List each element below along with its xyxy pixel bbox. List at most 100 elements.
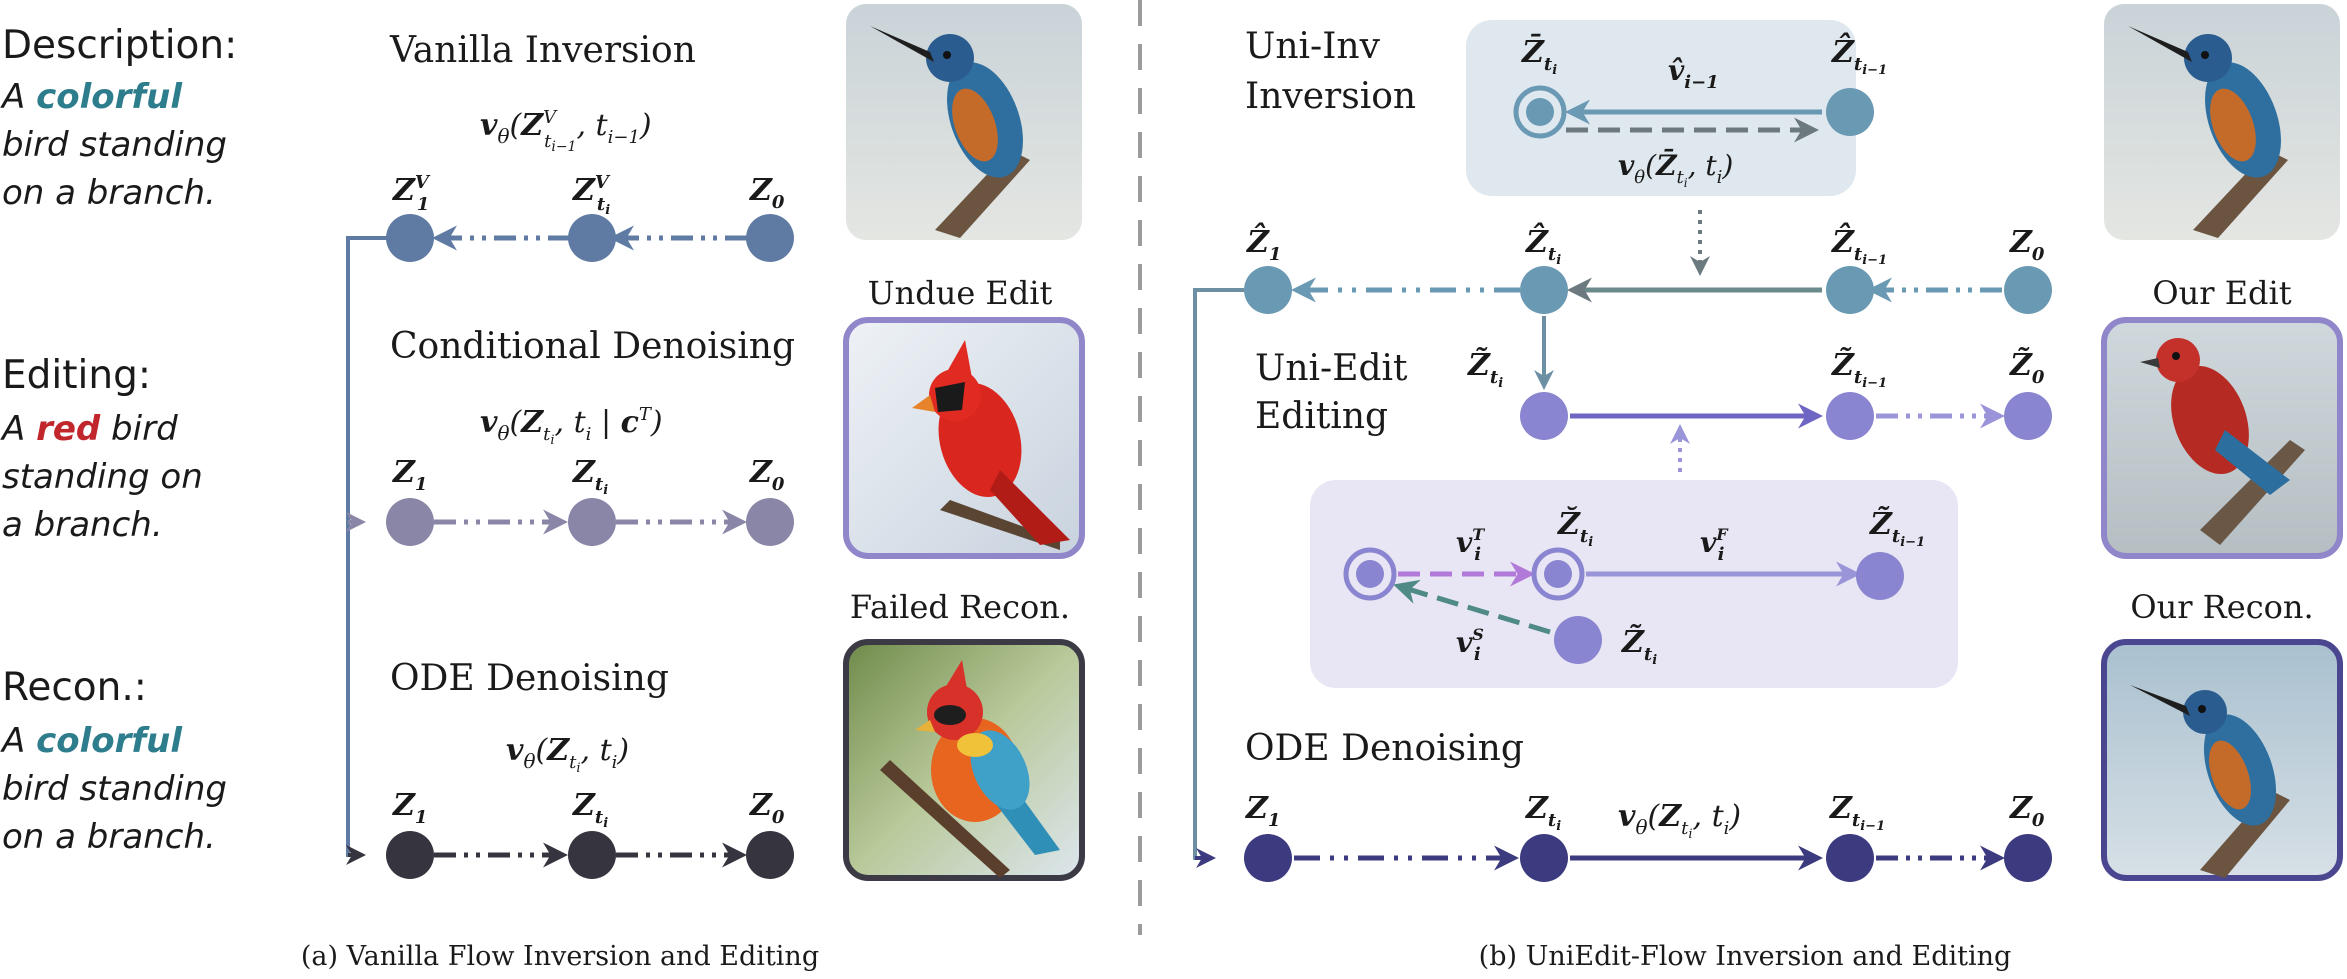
failed-recon-image	[843, 639, 1085, 881]
node-label-zti: Zti	[572, 788, 608, 831]
our-edit-image	[2101, 317, 2343, 559]
ode-denoising-title: ODE Denoising	[390, 658, 669, 699]
node-ztilde-ti	[1520, 392, 1568, 440]
node-zhat1	[1244, 266, 1292, 314]
conditional-denoising-title: Conditional Denoising	[390, 326, 795, 367]
ode-velocity-label: vθ(Zti, ti)	[506, 733, 629, 776]
node-label-ztilde-ti: Z̃ti	[1467, 348, 1503, 391]
our-recon-image	[2101, 639, 2343, 881]
node-label-ztilde0: Z̃0	[2009, 348, 2045, 388]
our-edit-label: Our Edit	[2152, 274, 2291, 312]
uni-edit-box	[1310, 480, 1958, 688]
node-label-z0: Z0	[749, 788, 785, 828]
failed-recon-label: Failed Recon.	[850, 588, 1070, 626]
undue-edit-image	[843, 317, 1085, 559]
node-label-z0: Z0	[2009, 791, 2045, 831]
recon-line-1: A colorful	[0, 721, 183, 761]
node-label-zhat-ti1: Ẑti−1	[1831, 222, 1887, 268]
inv-velocity-label: vθ(Z̄ti, ti)	[1618, 148, 1733, 190]
uni-edit-title-1: Uni-Edit	[1255, 348, 1408, 389]
node-zhat-ti1	[1826, 266, 1874, 314]
node-zbreve-ti-inner	[1544, 560, 1572, 588]
node-target-inner	[1356, 560, 1384, 588]
node-label-zti1: Zti−1	[1829, 791, 1885, 834]
node-label-z1: Z1	[392, 788, 427, 828]
description-line-3: on a branch.	[2, 173, 216, 213]
uni-inv-title-1: Uni-Inv	[1245, 26, 1381, 67]
node-z1	[1244, 834, 1292, 882]
uni-inv-box	[1466, 20, 1856, 196]
uni-inv-title-2: Inversion	[1245, 76, 1416, 117]
node-zti	[568, 498, 616, 546]
caption-a: (a) Vanilla Flow Inversion and Editing	[301, 941, 819, 972]
our-recon-label: Our Recon.	[2130, 588, 2313, 626]
description-line-2: bird standing	[2, 125, 227, 165]
node-label-ztilde-ti1: Z̃ti−1	[1831, 348, 1887, 391]
node-z1	[386, 831, 434, 879]
source-bird-image-b	[2104, 4, 2340, 240]
node-ztilde-ti-box	[1554, 616, 1602, 664]
node-label-zti: Zti	[572, 455, 608, 498]
node-ztilde0	[2004, 392, 2052, 440]
ode-denoising-title-b: ODE Denoising	[1245, 728, 1524, 769]
node-label-zti: Zti	[1525, 791, 1561, 834]
node-z0	[746, 498, 794, 546]
node-z0	[746, 831, 794, 879]
colorful-word: colorful	[36, 721, 183, 761]
node-zbreve-ti	[1531, 547, 1585, 601]
node-zbar-ti	[1513, 85, 1567, 139]
editing-label: Editing:	[2, 353, 151, 398]
node-z0	[746, 214, 794, 262]
node-label-zhat1: Ẑ1	[1246, 222, 1281, 265]
node-ztiv	[568, 214, 616, 262]
edit-edge-vs	[1393, 579, 1551, 635]
recon-line-2: bird standing	[2, 769, 227, 809]
description-block: Description: A colorful bird standing on…	[0, 23, 237, 857]
description-label: Description:	[2, 23, 237, 68]
node-zhat-ti	[1520, 266, 1568, 314]
node-target	[1343, 547, 1397, 601]
node-z0	[2004, 266, 2052, 314]
colorful-word: colorful	[36, 77, 183, 117]
red-word: red	[36, 409, 101, 449]
undue-edit-label: Undue Edit	[868, 274, 1053, 312]
cond-velocity-label: vθ(Zti, ti | cT)	[480, 404, 663, 448]
node-zhat-ti1	[1826, 88, 1874, 136]
vanilla-inversion-title: Vanilla Inversion	[389, 30, 696, 71]
node-zti1	[1826, 834, 1874, 882]
panel-b: Uni-Inv Inversion Z̄ti v̂i−1 Ẑti−1 vθ(Z̄…	[1193, 4, 2343, 972]
uni-edit-title-2: Editing	[1255, 396, 1388, 437]
node-label-z0: Z0	[2009, 225, 2045, 265]
node-zti	[568, 831, 616, 879]
node-zbar-ti-inner	[1526, 98, 1554, 126]
editing-line-2: standing on	[2, 457, 203, 497]
node-label-z0: Z0	[749, 455, 785, 495]
recon-label: Recon.:	[2, 665, 147, 710]
editing-line-3: a branch.	[2, 505, 163, 545]
node-ztilde-ti1	[1826, 392, 1874, 440]
ode-b-velocity-label: vθ(Zti, ti)	[1618, 799, 1741, 842]
caption-b: (b) UniEdit-Flow Inversion and Editing	[1479, 941, 2012, 972]
node-z1v	[386, 214, 434, 262]
editing-line-1: A red bird	[0, 409, 178, 449]
node-ztilde-ti1-box	[1856, 552, 1904, 600]
node-label-z1: Z1	[1245, 791, 1280, 831]
node-z0	[2004, 834, 2052, 882]
description-line-1: A colorful	[0, 77, 183, 117]
node-z1	[386, 498, 434, 546]
node-label-z0: Z0	[749, 173, 785, 213]
node-label-z1: Z1	[392, 455, 427, 495]
bracket-b-line	[1193, 288, 1244, 860]
recon-line-3: on a branch.	[2, 817, 216, 857]
node-zti	[1520, 834, 1568, 882]
source-bird-image	[846, 4, 1082, 240]
node-label-zhat-ti: Ẑti	[1525, 222, 1561, 268]
